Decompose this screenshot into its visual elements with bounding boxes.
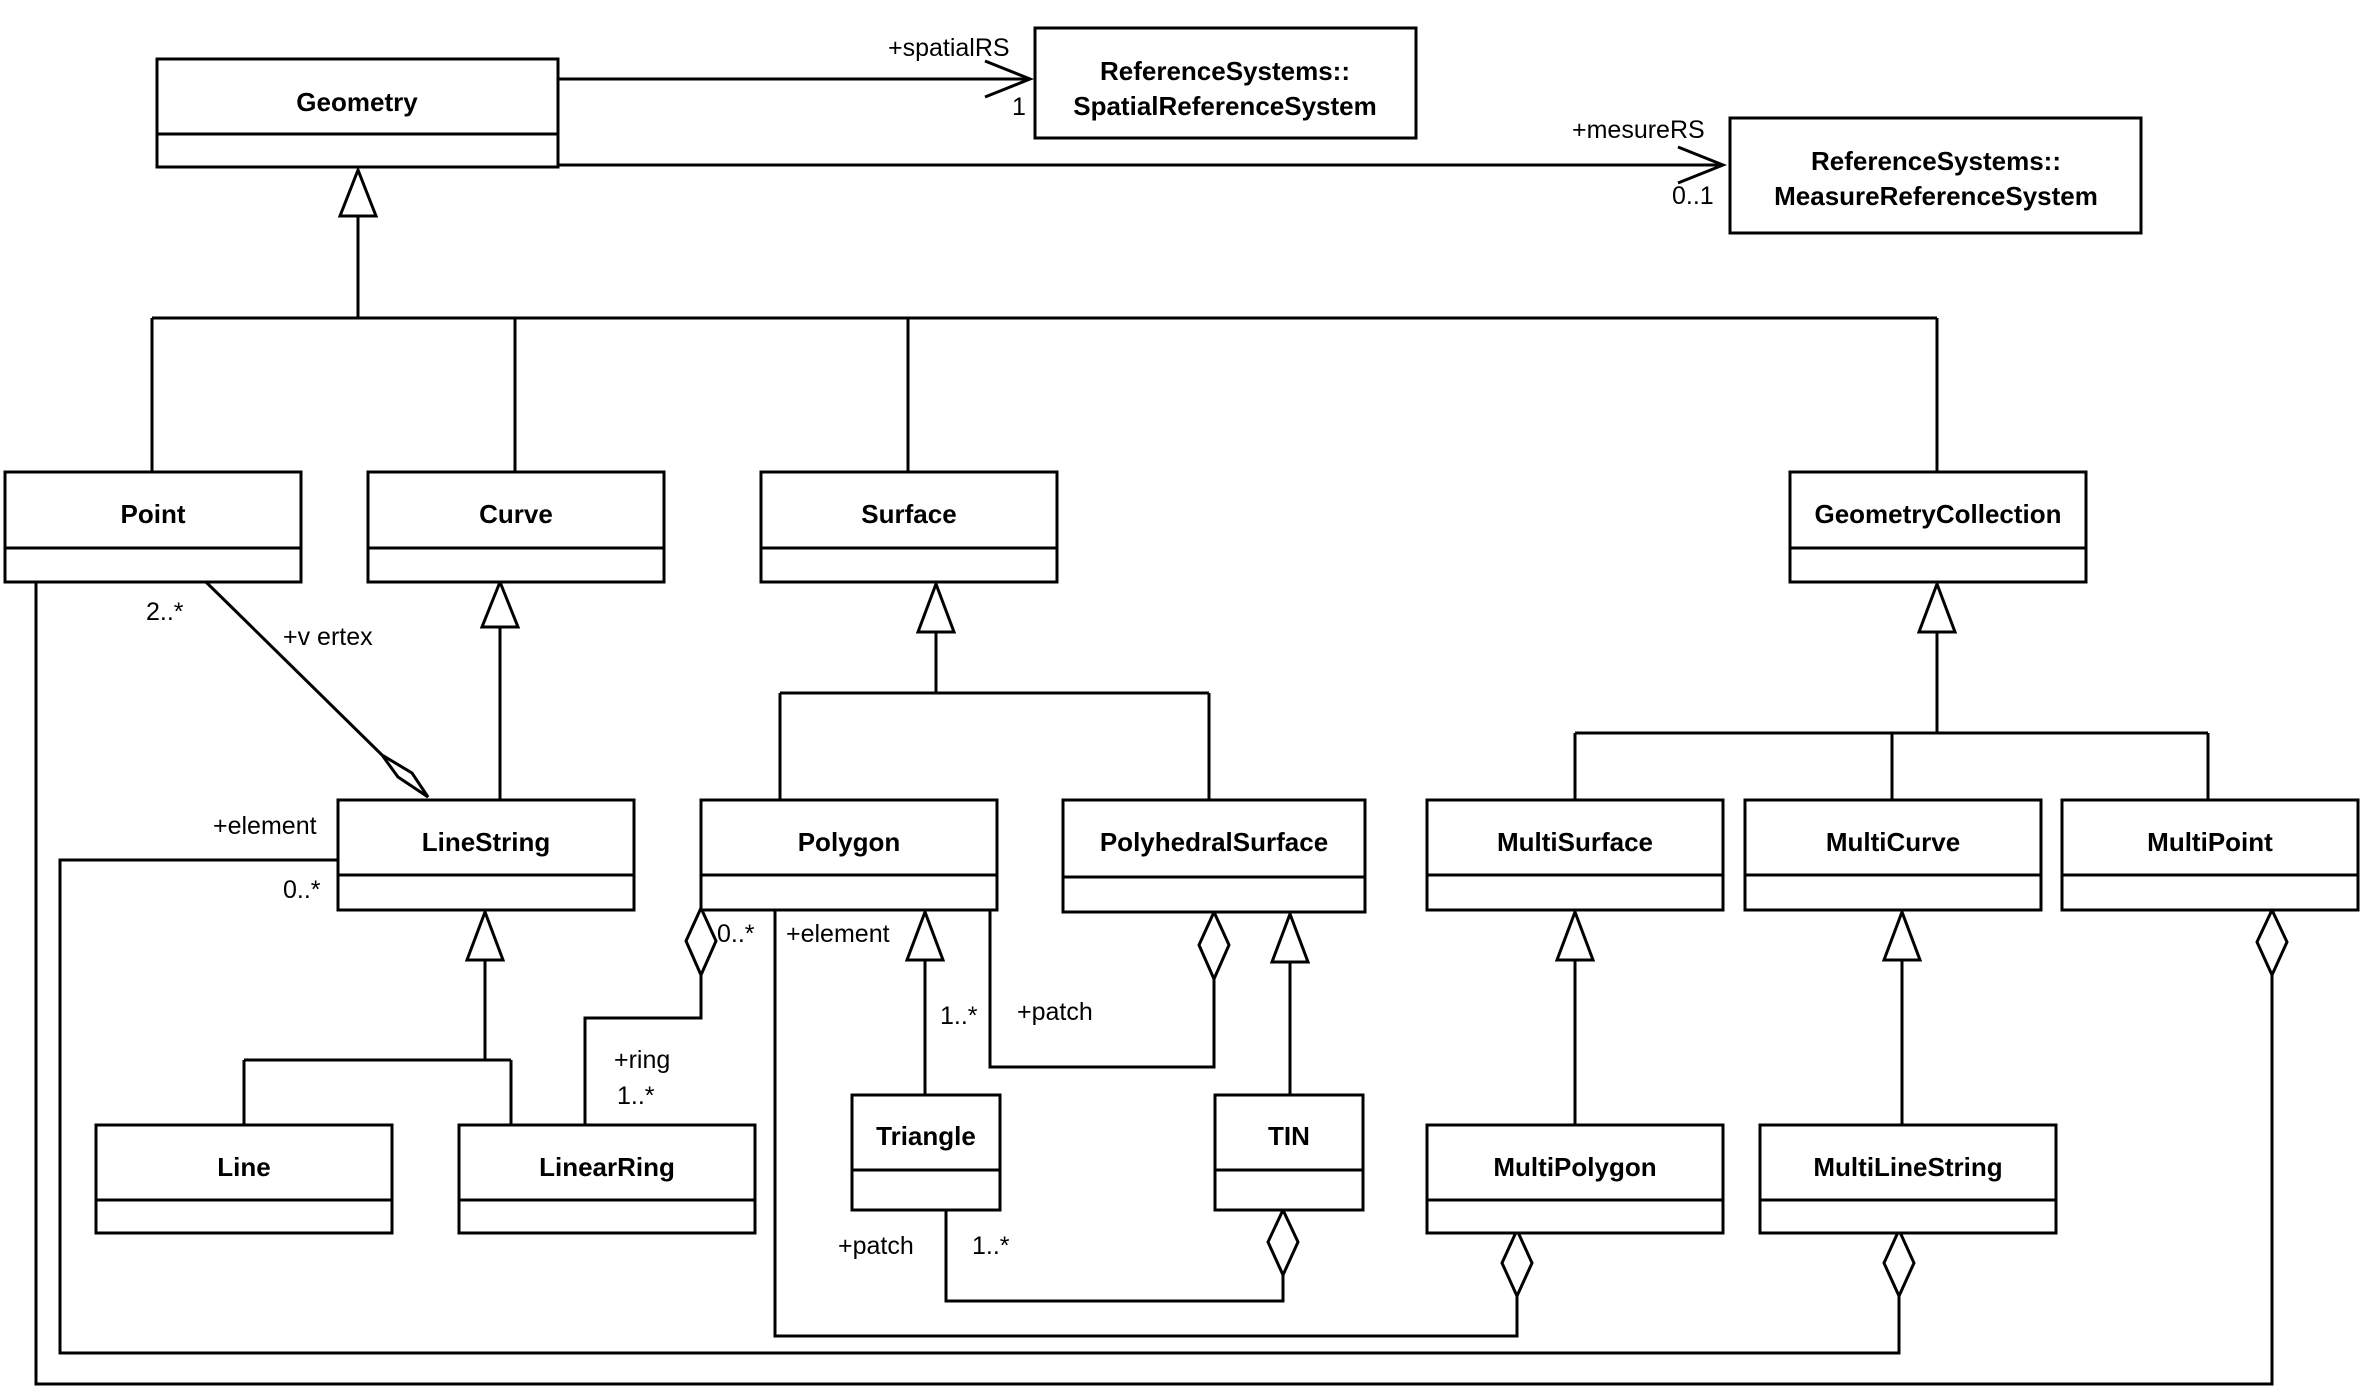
- class-polygon-name: Polygon: [798, 827, 901, 857]
- class-multipoint[interactable]: MultiPoint: [2060, 798, 2360, 912]
- class-geometry-name: Geometry: [296, 87, 418, 117]
- label-ring-mult-polygon: 0..*: [717, 920, 755, 948]
- assoc-measure-rs: [558, 145, 1728, 185]
- class-surface[interactable]: Surface: [759, 470, 1059, 584]
- class-tin[interactable]: TIN: [1213, 1093, 1365, 1212]
- class-spatial-reference-system[interactable]: ReferenceSystems:: SpatialReferenceSyste…: [1033, 26, 1418, 140]
- aggregation-vertex: [204, 580, 430, 799]
- label-measure-rs-role: +mesureRS: [1572, 116, 1705, 144]
- class-measure-rs-name-line1: ReferenceSystems::: [1811, 146, 2061, 176]
- class-spatial-rs-name-line1: ReferenceSystems::: [1100, 56, 1350, 86]
- class-multisurface-name: MultiSurface: [1497, 827, 1653, 857]
- class-linearring-name: LinearRing: [539, 1152, 675, 1182]
- class-geometry[interactable]: Geometry: [155, 57, 560, 169]
- class-multicurve[interactable]: MultiCurve: [1743, 798, 2043, 912]
- class-point-name: Point: [121, 499, 186, 529]
- generalization-curve: [479, 577, 521, 800]
- class-point[interactable]: Point: [3, 470, 303, 584]
- class-spatial-rs-name-line2: SpatialReferenceSystem: [1073, 91, 1376, 121]
- class-triangle-name: Triangle: [876, 1121, 976, 1151]
- class-polyhedral-surface[interactable]: PolyhedralSurface: [1061, 798, 1367, 914]
- class-curve[interactable]: Curve: [366, 470, 666, 584]
- assoc-spatial-rs: [558, 59, 1035, 99]
- class-measure-rs-name-line2: MeasureReferenceSystem: [1774, 181, 2098, 211]
- class-polyhedral-surface-name: PolyhedralSurface: [1100, 827, 1328, 857]
- generalization-surface: [778, 579, 1211, 800]
- class-triangle[interactable]: Triangle: [850, 1093, 1002, 1212]
- aggregation-tin-patch: [944, 1206, 1300, 1303]
- class-multilinestring[interactable]: MultiLineString: [1758, 1123, 2058, 1235]
- label-vertex-role: +v ertex: [283, 623, 373, 651]
- label-patch-role-polyhedral: +patch: [1017, 998, 1093, 1026]
- generalization-triangle: [904, 907, 946, 1095]
- label-element-role-polygon: +element: [786, 920, 890, 948]
- class-polygon[interactable]: Polygon: [699, 798, 999, 912]
- generalization-linestring: [242, 907, 513, 1125]
- label-patch-role-tin: +patch: [838, 1232, 914, 1260]
- generalization-tin: [1269, 909, 1311, 1095]
- aggregation-multipolygon-element: [773, 910, 1534, 1338]
- class-curve-name: Curve: [479, 499, 553, 529]
- label-ring-role: +ring: [614, 1046, 670, 1074]
- label-triangle-mult: 1..*: [940, 1002, 978, 1030]
- aggregation-ring: [583, 904, 718, 1125]
- label-spatial-rs-role: +spatialRS: [888, 34, 1010, 62]
- aggregation-ps-patch: [988, 908, 1231, 1069]
- class-surface-name: Surface: [861, 499, 956, 529]
- label-ring-mult: 1..*: [617, 1082, 655, 1110]
- label-measure-rs-mult: 0..1: [1672, 182, 1714, 210]
- class-measure-reference-system[interactable]: ReferenceSystems:: MeasureReferenceSyste…: [1728, 116, 2143, 235]
- aggregation-multipoint-element: [34, 582, 2289, 1386]
- class-multipolygon[interactable]: MultiPolygon: [1425, 1123, 1725, 1235]
- generalization-multilinestring: [1881, 907, 1923, 1125]
- label-element-mult-linestring: 0..*: [283, 876, 321, 904]
- class-geometry-collection[interactable]: GeometryCollection: [1788, 470, 2088, 584]
- label-patch-mult-tin: 1..*: [972, 1232, 1010, 1260]
- class-line[interactable]: Line: [94, 1123, 394, 1235]
- class-tin-name: TIN: [1268, 1121, 1310, 1151]
- label-vertex-mult: 2..*: [146, 598, 184, 626]
- generalization-multipolygon: [1554, 907, 1596, 1125]
- class-multicurve-name: MultiCurve: [1826, 827, 1960, 857]
- class-multipolygon-name: MultiPolygon: [1493, 1152, 1656, 1182]
- class-multilinestring-name: MultiLineString: [1813, 1152, 2002, 1182]
- label-element-role-linestring: +element: [213, 812, 317, 840]
- aggregation-multilinestring-element: [58, 858, 1916, 1355]
- generalization-geometry-collection: [1573, 579, 2210, 800]
- class-linestring[interactable]: LineString: [336, 798, 636, 912]
- class-linestring-name: LineString: [422, 827, 551, 857]
- class-multisurface[interactable]: MultiSurface: [1425, 798, 1725, 912]
- class-linearring[interactable]: LinearRing: [457, 1123, 757, 1235]
- class-multipoint-name: MultiPoint: [2147, 827, 2273, 857]
- generalization-geometry: [150, 165, 1939, 472]
- class-line-name: Line: [217, 1152, 270, 1182]
- label-spatial-rs-mult: 1: [1012, 93, 1026, 121]
- class-geometry-collection-name: GeometryCollection: [1814, 499, 2061, 529]
